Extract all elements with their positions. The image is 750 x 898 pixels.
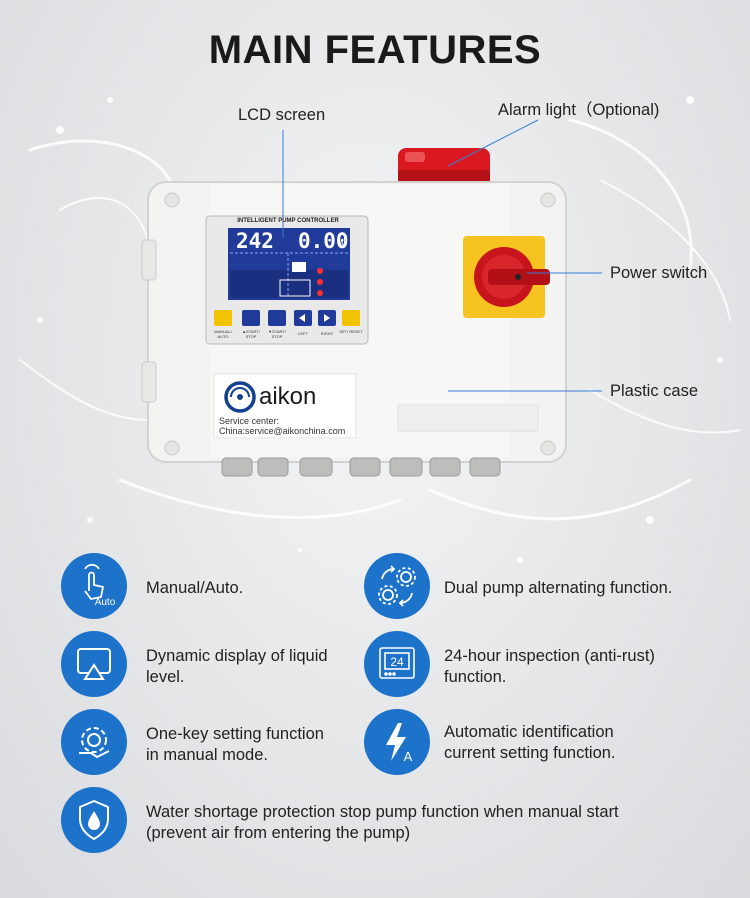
button-label-right: RIGHT — [320, 331, 334, 336]
power-switch — [463, 236, 550, 318]
feature-water-shortage: Water shortage protection stop pump func… — [146, 802, 619, 844]
callout-lcd-screen: LCD screen — [238, 106, 326, 124]
water-shield-icon — [61, 787, 127, 853]
panel-buttons — [214, 310, 360, 326]
lcd-right-value: 0.00 — [298, 229, 349, 253]
brand-name: aikon — [259, 383, 317, 410]
feature-one-key-setting: One-key setting function in manual mode. — [146, 724, 324, 766]
button-label-start-stop-2: ▼START/ STOP — [268, 329, 286, 339]
auto-icon-text: Auto — [95, 597, 116, 608]
service-email: China:service@aikonchina.com — [219, 426, 346, 436]
hand-touch-auto-icon: Auto — [61, 553, 127, 619]
feature-line: in manual mode. — [146, 746, 268, 764]
feature-manual-auto: Manual/Auto. — [146, 578, 243, 599]
gear-hand-setting-icon — [61, 709, 127, 775]
button-label-manual-auto: MANUAL/ AUTO — [214, 329, 232, 339]
feature-line: Automatic identification — [444, 723, 614, 741]
lcd-left-value: 242 — [236, 229, 274, 253]
liquid-level-display-icon — [61, 631, 127, 697]
button-label-left: LEFT — [298, 331, 308, 336]
clock-icon-text: 24 — [390, 655, 404, 669]
callout-leaders — [282, 119, 602, 392]
button-label-set-reset: SET/ RESET — [339, 329, 363, 334]
feature-line: Water shortage protection stop pump func… — [146, 803, 619, 821]
feature-line: Dual pump alternating function. — [444, 579, 673, 597]
callout-power-switch: Power switch — [610, 264, 708, 282]
button-label-start-stop-1: ▲START/ STOP — [242, 329, 260, 339]
page-title: MAIN FEATURES — [208, 28, 542, 72]
feature-liquid-level: Dynamic display of liquid level. — [146, 646, 328, 688]
aikon-logo-icon — [224, 381, 256, 413]
feature-line: 24-hour inspection (anti-rust) — [444, 647, 655, 665]
water-splash-background — [19, 96, 741, 563]
feature-line: function. — [444, 668, 507, 686]
service-center-label: Service center: — [219, 416, 280, 426]
feature-line: Manual/Auto. — [146, 579, 244, 597]
feature-line: (prevent air from entering the pump) — [146, 824, 411, 842]
alarm-light — [398, 148, 490, 184]
feature-auto-identification: Automatic identification current setting… — [444, 722, 616, 764]
lightning-icon-text: A — [404, 749, 413, 764]
cable-glands — [221, 457, 501, 477]
callout-alarm-light: Alarm light（Optional) — [498, 101, 660, 119]
dual-gear-cycle-icon — [364, 553, 430, 619]
callout-plastic-case: Plastic case — [610, 382, 699, 400]
feature-line: One-key setting function — [146, 725, 324, 743]
feature-dual-pump: Dual pump alternating function. — [444, 578, 672, 599]
feature-line: Dynamic display of liquid — [146, 647, 328, 665]
clock-24-hour-icon: 24 — [364, 631, 430, 697]
feature-line: current setting function. — [444, 744, 616, 762]
feature-line: level. — [146, 668, 185, 686]
panel-title: INTELLIGENT PUMP CONTROLLER — [237, 218, 339, 224]
pump-controller-device — [141, 119, 602, 477]
feature-24-hour: 24-hour inspection (anti-rust) function. — [444, 646, 655, 688]
lightning-current-icon: A — [364, 709, 430, 775]
lcd-unit: A — [339, 240, 345, 249]
